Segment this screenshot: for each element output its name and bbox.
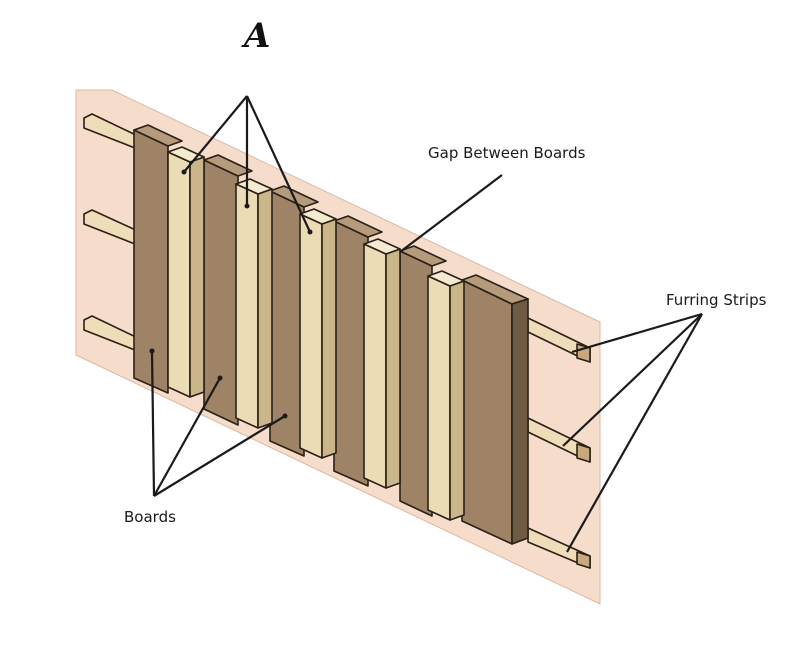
battens — [167, 146, 465, 521]
boards-pointers — [149, 348, 288, 497]
furring-pointers — [562, 312, 703, 553]
furring-strips-right — [527, 317, 591, 569]
batten-4-face — [363, 243, 387, 489]
batten-3-top — [299, 208, 337, 225]
board-2-top — [203, 154, 253, 177]
board-4-top — [333, 215, 383, 238]
a-pointers — [181, 95, 313, 235]
label-furring-strips: Furring Strips — [666, 291, 767, 309]
batten-2-top — [235, 178, 273, 195]
batten-2-face — [235, 183, 259, 429]
board-5-top — [399, 245, 447, 267]
batten-4-top — [363, 238, 401, 255]
label-gap-between-boards: Gap Between Boards — [428, 144, 586, 162]
furring-strip-bottom-right-end — [576, 551, 591, 569]
batten-1-side — [189, 156, 205, 398]
board-6-face — [461, 279, 513, 545]
board-1-top — [133, 124, 183, 147]
batten-5-face — [427, 275, 451, 521]
furring-strip-middle-right-end — [576, 443, 591, 463]
batten-4-side — [385, 248, 401, 489]
batten-5-top — [427, 270, 465, 287]
label-a: A — [241, 16, 270, 56]
batten-3-side — [321, 218, 337, 459]
board-6-side — [511, 298, 529, 545]
board-2-face — [203, 159, 239, 426]
batten-1-face — [167, 151, 191, 398]
board-4-face — [333, 220, 369, 487]
batten-3-face — [299, 213, 323, 459]
boards — [133, 124, 529, 545]
batten-2-side — [257, 188, 273, 429]
gap-pointer — [399, 174, 503, 253]
label-boards: Boards — [124, 508, 176, 526]
batten-5-side — [449, 280, 465, 521]
